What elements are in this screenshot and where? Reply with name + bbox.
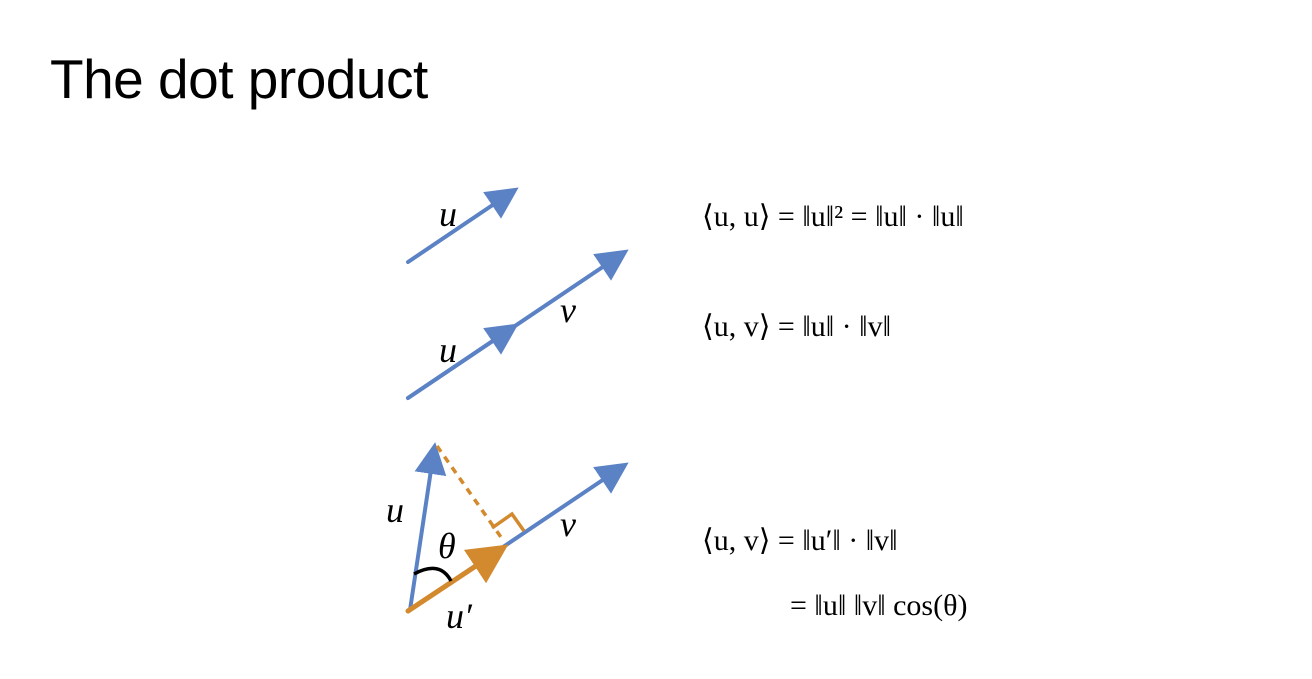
vector-u-label: u [439,194,457,234]
vector-v-label: v [560,504,576,544]
vector-v-label: v [560,290,576,330]
equation-row3-line1: ⟨u, v⟩ = ‖u′‖ · ‖v‖ [702,524,898,557]
equation-row1: ⟨u, u⟩ = ‖u‖² = ‖u‖ · ‖u‖ [702,200,964,233]
vector-u-arrow [408,442,447,612]
row3-diagram: u θ v u′ [386,442,629,636]
projection-u-prime-arrow [405,544,509,614]
row1-diagram: u [406,187,519,264]
row2-diagram: u v [406,249,629,400]
vector-u-label: u [439,330,457,370]
slide-title: The dot product [50,48,428,110]
equations: ⟨u, u⟩ = ‖u‖² = ‖u‖ · ‖u‖ ⟨u, v⟩ = ‖u‖ ·… [702,200,967,622]
projection-dashed-line [435,444,505,542]
vector-u-arrow [406,323,519,400]
equation-row3-line2: = ‖u‖ ‖v‖ cos(θ) [790,589,967,622]
vector-u-arrow [406,187,519,264]
right-angle-marker [490,511,526,533]
angle-theta-label: θ [438,526,456,566]
vector-u-prime-label: u′ [446,596,473,636]
equation-row2: ⟨u, v⟩ = ‖u‖ · ‖v‖ [702,310,891,343]
angle-theta-arc [413,566,453,582]
vector-u-label: u [386,490,404,530]
